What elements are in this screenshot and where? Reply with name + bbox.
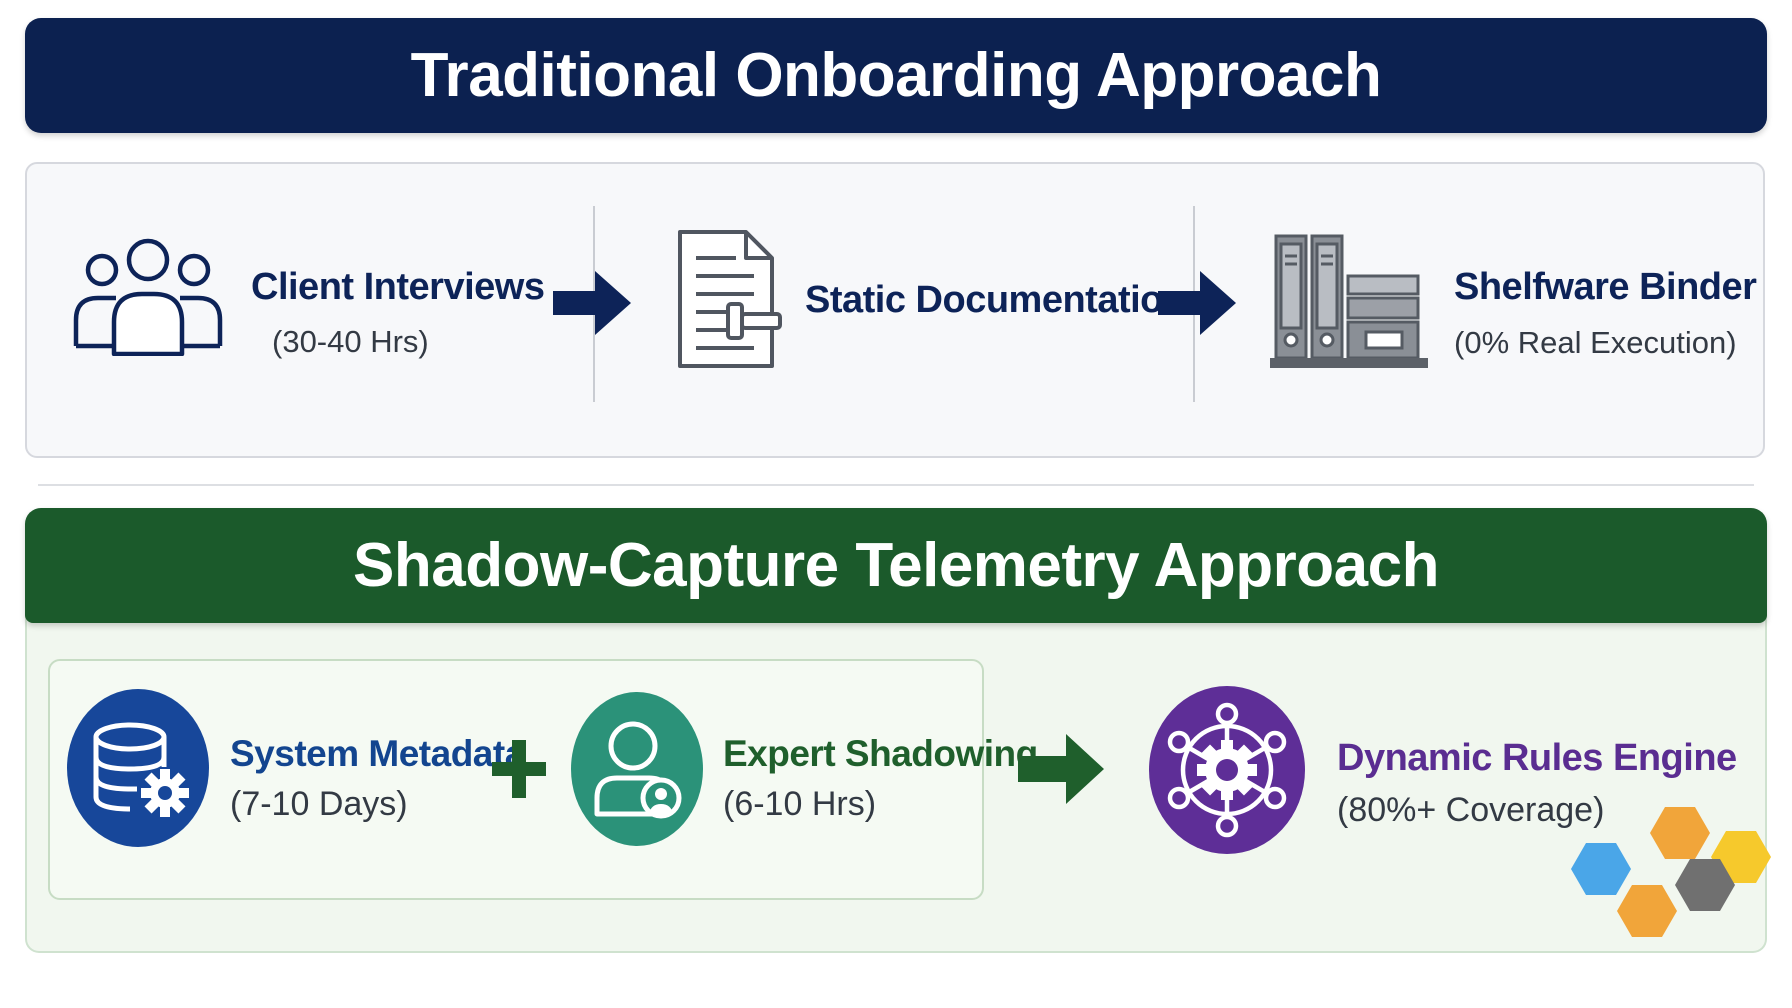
shadow-capture-banner: Shadow-Capture Telemetry Approach xyxy=(25,508,1767,623)
hexagon-cluster-icon xyxy=(1566,803,1792,953)
expert-shadowing-label: Expert Shadowing xyxy=(723,733,1038,774)
dynamic-rules-engine-label: Dynamic Rules Engine xyxy=(1337,737,1737,779)
dynamic-rules-engine-coverage: (80%+ Coverage) xyxy=(1337,791,1605,829)
static-documentation-label: Static Documentation xyxy=(805,279,1186,321)
shelfware-binder-label: Shelfware Binder xyxy=(1454,266,1757,308)
arrow-right-icon xyxy=(553,271,631,335)
traditional-approach-banner: Traditional Onboarding Approach xyxy=(25,18,1767,133)
document-icon xyxy=(676,228,784,370)
client-interviews-hours: (30-40 Hrs) xyxy=(272,324,429,359)
database-gear-icon xyxy=(67,689,209,847)
system-metadata-duration: (7-10 Days) xyxy=(230,785,408,823)
binders-shelf-icon xyxy=(1268,232,1430,370)
shadow-capture-title: Shadow-Capture Telemetry Approach xyxy=(353,531,1439,600)
plus-icon xyxy=(492,740,546,798)
traditional-process-panel xyxy=(25,162,1765,458)
client-interviews-label: Client Interviews xyxy=(251,266,545,308)
shelfware-binder-execution: (0% Real Execution) xyxy=(1454,325,1737,360)
traditional-approach-title: Traditional Onboarding Approach xyxy=(410,41,1382,110)
expert-shadowing-hours: (6-10 Hrs) xyxy=(723,785,877,823)
section-separator xyxy=(38,484,1754,486)
people-group-icon xyxy=(72,236,224,356)
person-icon xyxy=(571,692,703,846)
system-metadata-label: System Metadata xyxy=(230,733,525,774)
arrow-right-icon xyxy=(1018,734,1104,804)
network-gear-icon xyxy=(1149,686,1305,854)
arrow-right-icon xyxy=(1158,271,1236,335)
